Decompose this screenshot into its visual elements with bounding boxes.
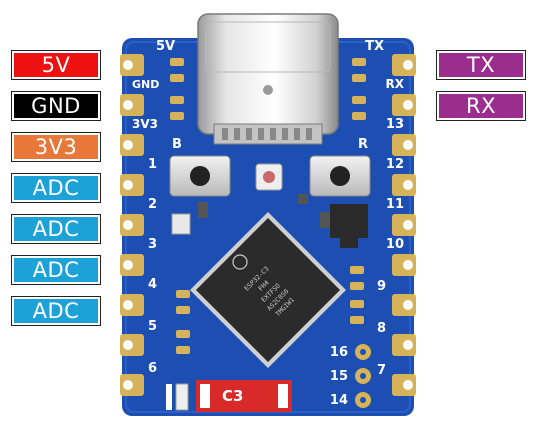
antenna-icon: C3 [166, 380, 292, 412]
pin-label-5v: 5V [11, 50, 101, 80]
svg-text:13: 13 [386, 117, 404, 132]
svg-text:3: 3 [148, 237, 157, 252]
svg-text:12: 12 [386, 157, 404, 172]
svg-text:GND: GND [132, 78, 159, 91]
boot-button-label: B [172, 137, 182, 152]
svg-text:5: 5 [148, 319, 157, 334]
svg-text:8: 8 [377, 321, 386, 336]
pin-label-adc-1: ADC [11, 173, 101, 203]
pin-label-3v3: 3V3 [11, 132, 101, 162]
pin-label-adc-3: ADC [11, 255, 101, 285]
pin-label-rx: RX [436, 91, 526, 121]
rgb-led-icon [255, 163, 283, 191]
svg-text:2: 2 [148, 197, 157, 212]
silkscreen-right: TX RX 13 12 11 10 9 8 7 [365, 39, 405, 378]
svg-text:RX: RX [386, 77, 405, 91]
pin-label-tx: TX [436, 50, 526, 80]
svg-text:3V3: 3V3 [132, 117, 158, 131]
svg-text:5V: 5V [156, 39, 175, 54]
left-pin-pads [120, 54, 144, 396]
svg-text:15: 15 [330, 369, 348, 384]
svg-text:9: 9 [377, 279, 386, 294]
svg-text:1: 1 [148, 157, 157, 172]
svg-text:16: 16 [330, 345, 348, 360]
antenna-label: C3 [222, 387, 243, 405]
reset-button-label: R [358, 137, 368, 152]
svg-text:4: 4 [148, 277, 157, 292]
svg-text:TX: TX [365, 39, 384, 54]
boot-button[interactable] [169, 155, 231, 197]
pin-label-adc-4: ADC [11, 296, 101, 326]
bottom-pin-labels: 16 15 14 [330, 345, 348, 408]
small-components [171, 194, 368, 248]
pin-label-adc-2: ADC [11, 214, 101, 244]
svg-text:10: 10 [386, 237, 404, 252]
svg-text:6: 6 [148, 361, 157, 376]
bottom-pin-pads [355, 344, 371, 408]
right-pin-pads [392, 54, 416, 396]
pin-label-gnd: GND [11, 91, 101, 121]
silkscreen-left: 5V GND 3V3 1 2 3 4 5 6 [132, 39, 175, 376]
svg-text:11: 11 [386, 197, 404, 212]
svg-text:7: 7 [377, 363, 386, 378]
reset-button[interactable] [309, 155, 371, 197]
usb-c-connector-icon [197, 13, 339, 145]
svg-text:14: 14 [330, 393, 348, 408]
esp32-c3-chip: ESP32-C3 FH4 EXTFSO AS2C0S0 TMGIW1 [190, 212, 346, 368]
